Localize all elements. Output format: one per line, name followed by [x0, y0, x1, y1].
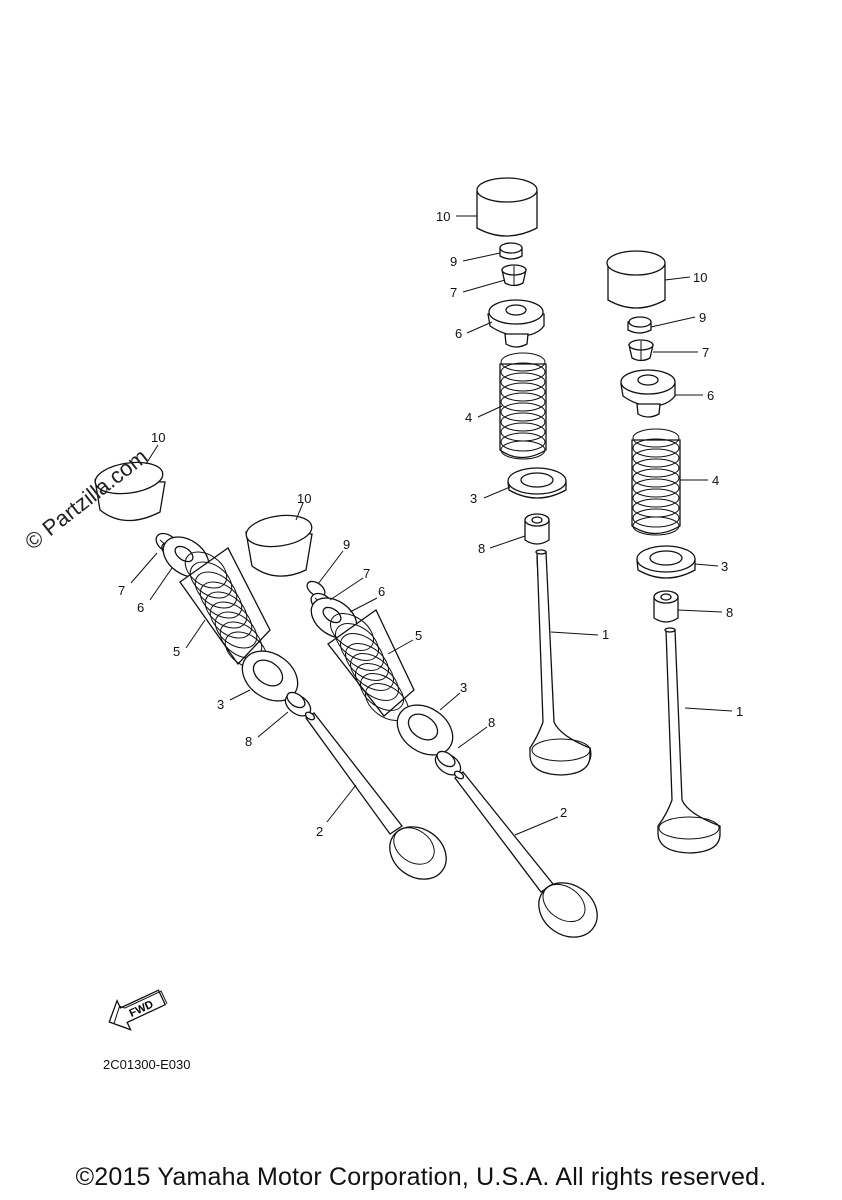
valve-seat-part — [396, 704, 454, 756]
valve-stem-seal-part — [653, 590, 679, 623]
callout-labels: 10 9 7 6 4 3 8 1 10 9 7 6 4 3 8 1 10 7 6… — [118, 209, 743, 839]
valve-lifter-part — [94, 461, 166, 522]
valve-lifter-part — [476, 177, 538, 237]
exhaust-valve-part — [304, 711, 447, 880]
callout-9: 9 — [343, 537, 350, 552]
valve-pad-part — [627, 316, 652, 334]
callout-8: 8 — [245, 734, 252, 749]
intake-valve-part — [657, 627, 721, 854]
valve-lifter-part — [245, 514, 313, 577]
exhaust-valve-part — [453, 770, 598, 938]
callout-7: 7 — [118, 583, 125, 598]
callout-10: 10 — [297, 491, 311, 506]
valve-cotter-part — [501, 264, 527, 287]
callout-5: 5 — [415, 628, 422, 643]
fwd-arrow-icon: FWD — [108, 989, 168, 1031]
callout-1: 1 — [736, 704, 743, 719]
callout-3: 3 — [470, 491, 477, 506]
fwd-label: FWD — [128, 998, 156, 1019]
valve-assembly-intake-rear — [606, 250, 721, 854]
callout-6: 6 — [378, 584, 385, 599]
valve-assembly-exhaust-right — [245, 514, 598, 938]
callout-8: 8 — [488, 715, 495, 730]
callout-9: 9 — [699, 310, 706, 325]
diagram-code: 2C01300-E030 — [103, 1057, 191, 1072]
callout-8: 8 — [478, 541, 485, 556]
callout-2: 2 — [316, 824, 323, 839]
callout-6: 6 — [137, 600, 144, 615]
callout-10: 10 — [436, 209, 450, 224]
valve-stem-seal-part — [434, 750, 462, 776]
callout-10: 10 — [151, 430, 165, 445]
callout-1: 1 — [602, 627, 609, 642]
valve-spring-part — [179, 547, 271, 669]
valve-assembly-exhaust-left — [94, 461, 447, 880]
valve-seat-part — [636, 545, 696, 579]
valve-spring-part — [631, 428, 681, 536]
callout-9: 9 — [450, 254, 457, 269]
valve-spring-part — [327, 609, 415, 721]
valve-seat-part — [507, 467, 567, 499]
callout-3: 3 — [217, 697, 224, 712]
valve-lifter-part — [606, 250, 666, 309]
callout-leaders — [130, 215, 733, 836]
callout-2: 2 — [560, 805, 567, 820]
callout-6: 6 — [455, 326, 462, 341]
valve-assembly-intake-front — [476, 177, 592, 776]
callout-7: 7 — [363, 566, 370, 581]
callout-6: 6 — [707, 388, 714, 403]
callout-8: 8 — [726, 605, 733, 620]
callout-7: 7 — [450, 285, 457, 300]
copyright-notice: ©2015 Yamaha Motor Corporation, U.S.A. A… — [75, 1163, 767, 1191]
valve-seat-part — [241, 650, 299, 702]
intake-valve-part — [529, 549, 592, 776]
valve-retainer-part — [620, 369, 676, 418]
valve-retainer-part — [487, 299, 545, 348]
callout-4: 4 — [712, 473, 719, 488]
callout-4: 4 — [465, 410, 472, 425]
valve-cotter-part — [628, 339, 654, 362]
callout-5: 5 — [173, 644, 180, 659]
callout-3: 3 — [721, 559, 728, 574]
callout-3: 3 — [460, 680, 467, 695]
valve-stem-seal-part — [524, 513, 550, 545]
valve-pad-part — [499, 242, 523, 260]
callout-7: 7 — [702, 345, 709, 360]
valve-retainer-part — [310, 597, 358, 639]
callout-10: 10 — [693, 270, 707, 285]
valve-spring-part — [499, 352, 547, 460]
